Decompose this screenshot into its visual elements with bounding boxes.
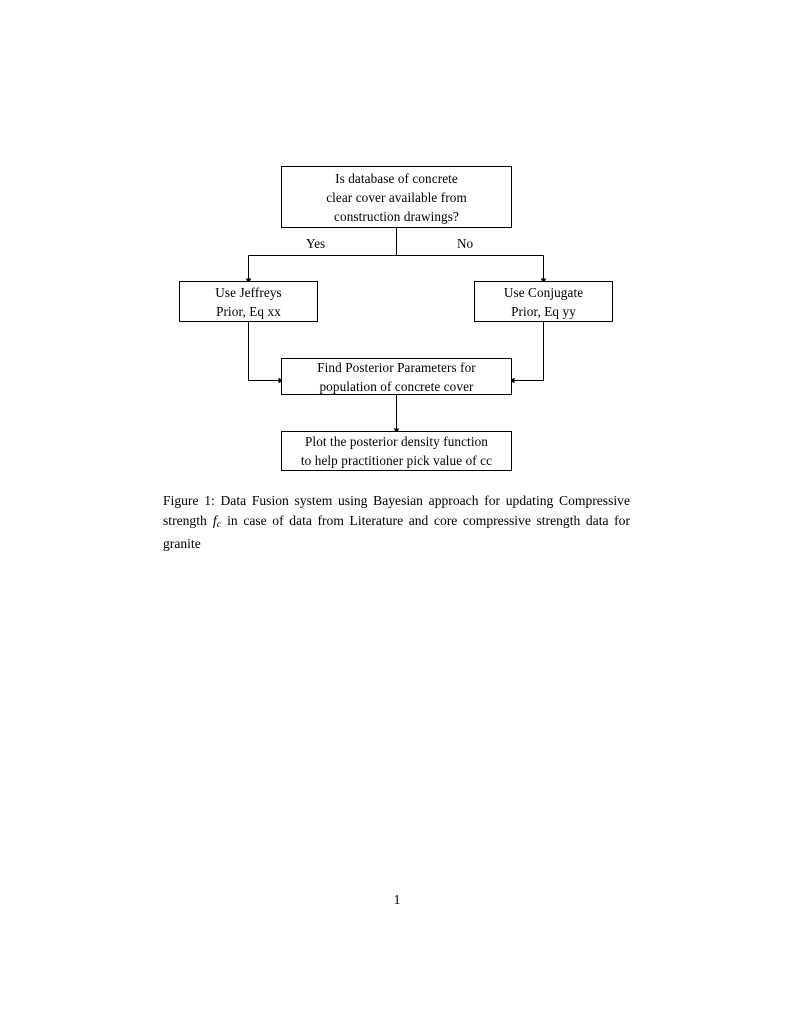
decision-node-line-3: construction drawings?	[334, 208, 459, 224]
figure-caption-math-fc: fc	[212, 512, 222, 530]
find-posterior-node[interactable]: Find Posterior Parameters for population…	[281, 358, 512, 395]
decision-node-line-2: clear cover available from	[326, 189, 467, 205]
page-number: 1	[393, 892, 401, 907]
figure-caption-prefix: Figure 1:	[163, 493, 215, 508]
jeffreys-prior-node-line-1: Use Jeffreys	[215, 284, 282, 300]
edge-label-no: No	[457, 236, 474, 251]
flowchart-diagram	[245, 228, 547, 434]
figure-caption-text-2: in case of data from Literature and core…	[163, 512, 630, 552]
decision-node-line-1: Is database of concrete	[335, 170, 458, 186]
jeffreys-prior-node-line-2: Prior, Eq xx	[216, 303, 281, 319]
find-posterior-node-line-1: Find Posterior Parameters for	[317, 359, 476, 375]
figure-caption: Figure 1: Data Fusion system using Bayes…	[163, 491, 630, 554]
conjugate-prior-node-line-1: Use Conjugate	[503, 284, 584, 300]
edge-jeffreys-to-posterior	[248, 322, 284, 384]
edge-label-yes: Yes	[306, 236, 326, 251]
figure-caption-text-1: Data Fusion system using Bayesian approa…	[163, 493, 630, 528]
plot-posterior-node-line-2: to help practitioner pick value of cc	[300, 453, 493, 468]
plot-posterior-node[interactable]: Plot the posterior density function to h…	[281, 431, 512, 471]
conjugate-prior-node[interactable]: Use Conjugate Prior, Eq yy	[474, 281, 613, 322]
conjugate-prior-node-line-2: Prior, Eq yy	[511, 303, 576, 319]
math-subscript-c: c	[216, 518, 222, 530]
decision-node[interactable]: Is database of concrete clear cover avai…	[281, 166, 512, 228]
find-posterior-node-line-2: population of concrete cover	[319, 378, 474, 394]
plot-posterior-node-line-1: Plot the posterior density function	[305, 434, 488, 449]
edge-conjugate-to-posterior	[509, 322, 544, 384]
jeffreys-prior-node[interactable]: Use Jeffreys Prior, Eq xx	[179, 281, 318, 322]
math-base-f: f	[212, 512, 217, 528]
